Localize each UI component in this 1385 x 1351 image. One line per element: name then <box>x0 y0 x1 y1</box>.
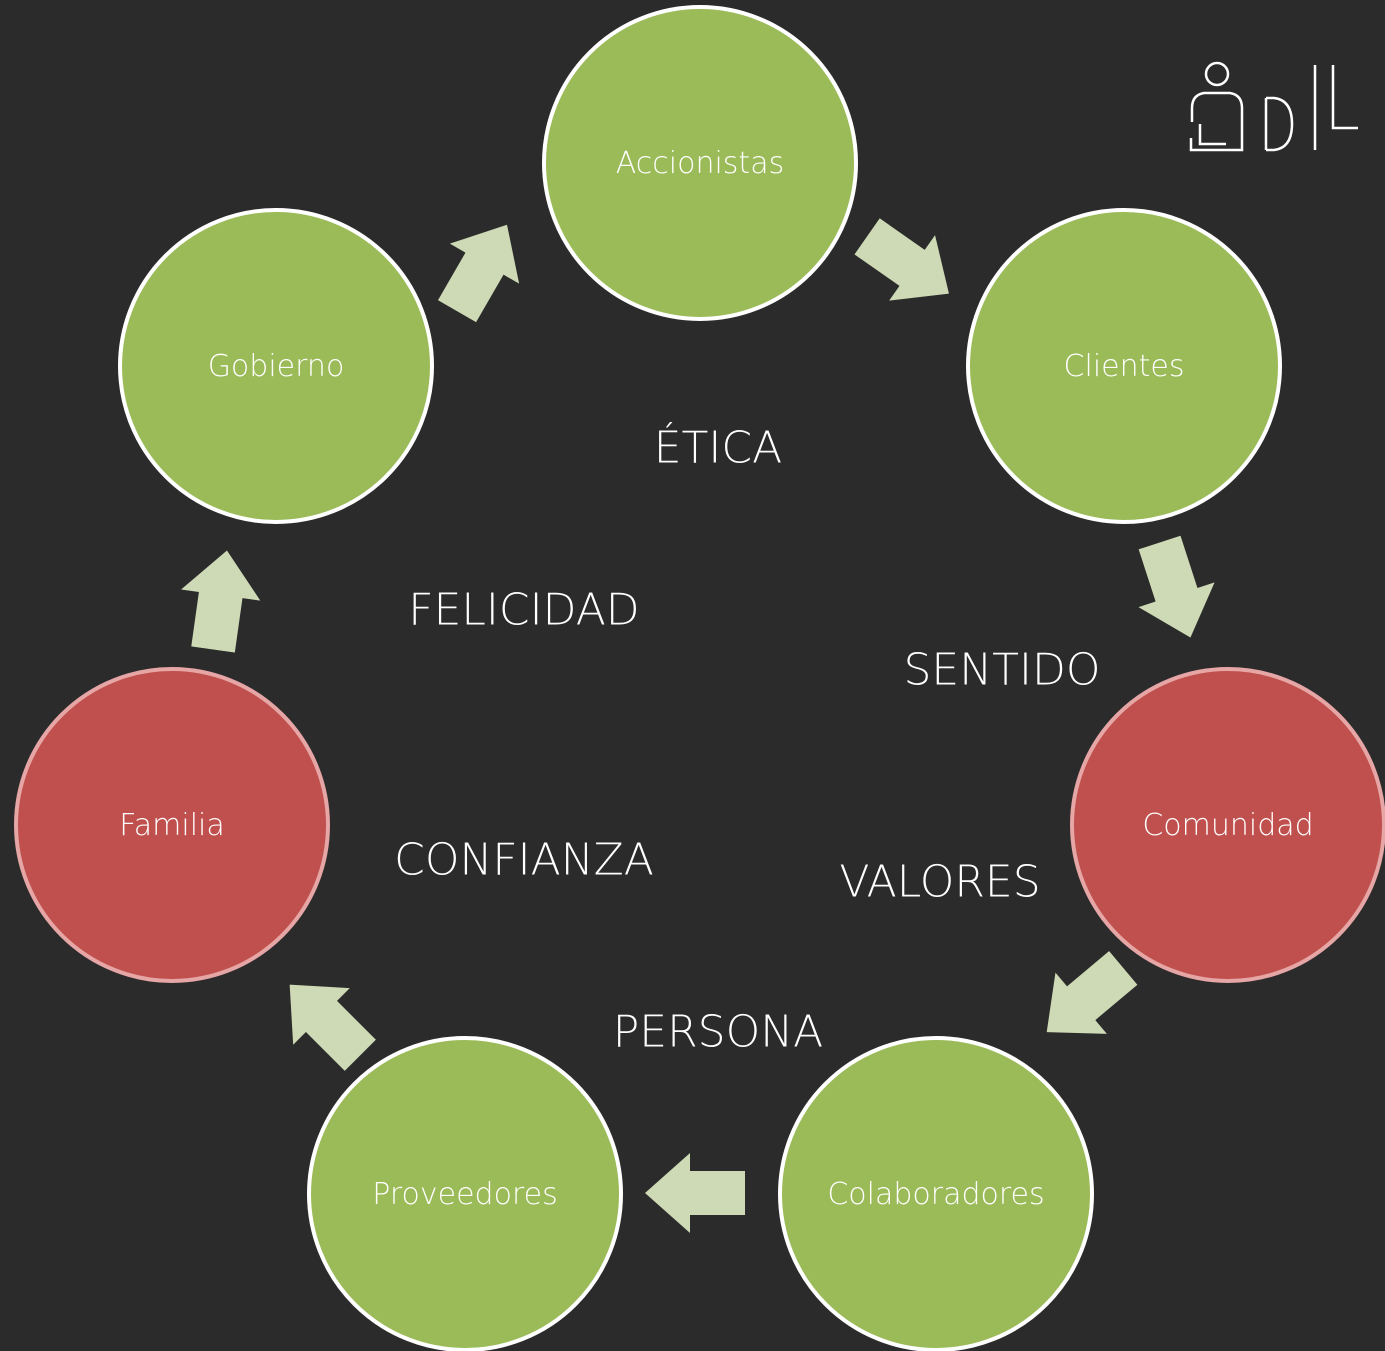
node-comunidad: Comunidad <box>1070 667 1385 983</box>
node-familia: Familia <box>14 667 330 983</box>
node-gobierno: Gobierno <box>118 208 434 524</box>
value-etica: ÉTICA <box>653 422 783 474</box>
arrow-colaboradores-to-proveedores <box>645 1153 745 1233</box>
value-persona: PERSONA <box>612 1006 824 1058</box>
node-label: Accionistas <box>615 145 785 181</box>
node-label: Colaboradores <box>827 1176 1045 1212</box>
value-sentido: SENTIDO <box>903 644 1101 696</box>
arrow-clientes-to-comunidad <box>1122 530 1229 650</box>
node-label: Comunidad <box>1142 807 1314 843</box>
arrow-comunidad-to-colaboradores <box>1021 937 1149 1063</box>
node-colaboradores: Colaboradores <box>778 1036 1094 1351</box>
node-label: Clientes <box>1063 348 1185 384</box>
node-label: Gobierno <box>207 348 345 384</box>
value-valores: VALORES <box>839 856 1041 908</box>
arrow-accionistas-to-clientes <box>844 204 972 327</box>
arrow-familia-to-gobierno <box>173 545 266 655</box>
node-label: Familia <box>119 807 225 843</box>
dil-logo <box>1186 60 1366 160</box>
arrow-gobierno-to-accionistas <box>422 205 541 332</box>
node-accionistas: Accionistas <box>542 5 858 321</box>
arrow-proveedores-to-familia <box>261 956 388 1083</box>
value-confianza: CONFIANZA <box>394 834 654 886</box>
node-label: Proveedores <box>372 1176 558 1212</box>
person-at-desk-icon <box>1189 61 1244 152</box>
value-felicidad: FELICIDAD <box>408 584 640 636</box>
node-proveedores: Proveedores <box>307 1036 623 1351</box>
node-clientes: Clientes <box>966 208 1282 524</box>
